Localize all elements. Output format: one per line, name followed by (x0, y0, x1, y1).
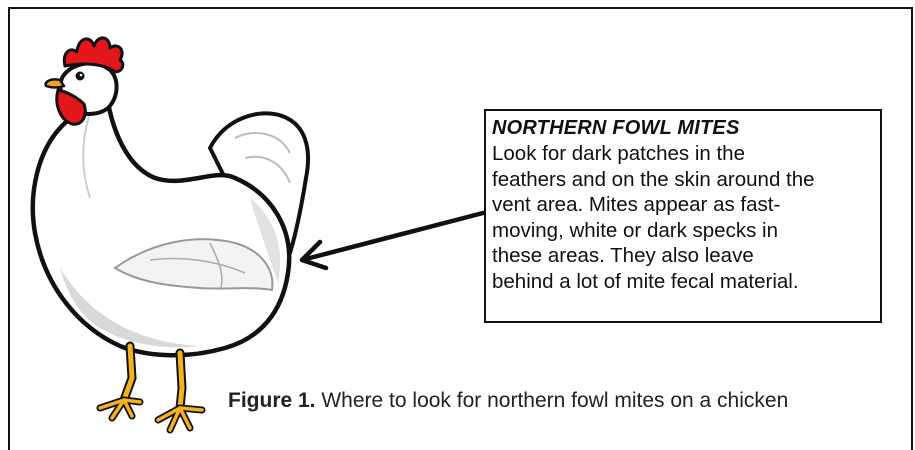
chicken-icon (20, 28, 320, 438)
caption-label: Figure 1. (228, 389, 316, 412)
caption-text: Where to look for northern fowl mites on… (316, 389, 789, 412)
callout-body: Look for dark patches in the feathers an… (492, 141, 880, 294)
callout-title: NORTHERN FOWL MITES (492, 116, 880, 141)
figure-caption: Figure 1. Where to look for northern fow… (228, 389, 788, 413)
callout-box: NORTHERN FOWL MITES Look for dark patche… (484, 109, 882, 323)
pointer-arrow (290, 200, 490, 280)
